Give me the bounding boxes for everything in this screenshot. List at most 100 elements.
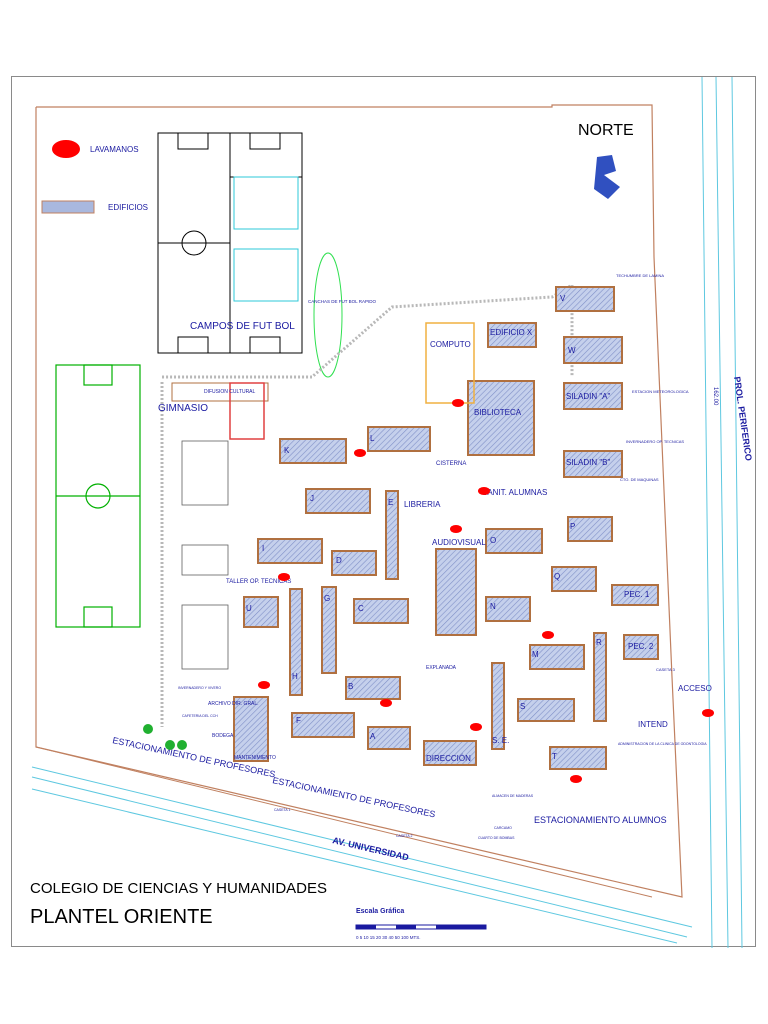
legend-building-swatch [41, 200, 95, 214]
label-intend: INTEND [638, 720, 668, 729]
label-n: N [490, 602, 496, 611]
building-b [345, 676, 401, 700]
label-siladin-a: SILADIN "A" [566, 392, 611, 401]
label-taller: TALLER OP. TECNICAS [226, 579, 291, 585]
label-invernadero: INVERNADERO OP. TECNICAS [626, 439, 684, 444]
label-t: T [552, 752, 557, 761]
building-j [305, 488, 371, 514]
building-se [491, 662, 505, 750]
label-siladin-b: SILADIN "B" [566, 458, 611, 467]
campus-boundary [35, 104, 683, 898]
building-a [367, 726, 411, 750]
building-siladin-b [563, 450, 623, 478]
building-r [593, 632, 607, 722]
building-k [279, 438, 347, 464]
label-invernadero2: INVERNADERO Y VIVERO [178, 686, 221, 690]
label-c: C [358, 604, 364, 613]
label-j: J [310, 494, 314, 503]
green-soccer-field [55, 364, 141, 628]
building-m [529, 644, 585, 670]
fast-soccer-court [313, 252, 343, 378]
label-biblioteca: BIBLIOTECA [474, 408, 522, 417]
building-d [331, 550, 377, 576]
north-label: NORTE [578, 122, 634, 139]
label-u: U [246, 604, 252, 613]
label-caseta2: CASETA 2 [396, 834, 413, 838]
building-e [385, 490, 399, 580]
label-cisterna: CISTERNA [436, 461, 466, 467]
label-pec1: PEC. 1 [624, 590, 650, 599]
building-g [321, 586, 337, 674]
legend-washbasin-label: LAVAMANOS [90, 145, 139, 154]
scale-ticks: 0 5 10 15 20 30 40 50 100 MTS. [356, 935, 421, 940]
label-bodega: BODEGA [212, 733, 234, 739]
label-techumbre: TECHUMBRE DE LAMINA [616, 273, 664, 278]
label-r: R [596, 638, 602, 647]
label-a: A [370, 732, 376, 741]
buildings [233, 286, 659, 770]
label-carcamo: CARCAMO [494, 826, 512, 830]
label-h: H [292, 672, 298, 681]
label-difusion: DIFUSION CULTURAL [204, 389, 256, 395]
scale-title: Escala Gráfica [356, 908, 404, 915]
label-cto-maquinas: CTO. DE MAQUINAS [620, 477, 659, 482]
building-direccion [423, 740, 477, 766]
label-pec2: PEC. 2 [628, 642, 654, 651]
label-libreria: LIBRERIA [404, 500, 441, 509]
building-q [551, 566, 597, 592]
label-direccion: DIRECCIÓN [426, 754, 471, 763]
building-f [291, 712, 355, 738]
building-o [485, 528, 543, 554]
label-s: S [520, 702, 525, 711]
label-k: K [284, 446, 290, 455]
periferico-label: PROL. PERIFERICO [732, 376, 754, 462]
building-gimnasio-outline [171, 382, 269, 402]
label-l: L [370, 434, 375, 443]
gym-courts [181, 440, 229, 670]
label-gimnasio: GIMNASIO [158, 403, 208, 414]
label-se: S. E. [492, 736, 509, 745]
building-u [243, 596, 279, 628]
map-frame: AV. UNIVERSIDAD PROL. PERIFERICO 162.00 … [11, 76, 756, 949]
building-audio [435, 548, 477, 636]
label-almacen: ALMACEN DE MADERAS [492, 794, 534, 798]
label-w: W [568, 346, 576, 355]
label-e: E [388, 498, 393, 507]
label-i: I [262, 544, 264, 553]
building-mantenimiento [233, 696, 269, 762]
label-caseta1: CASETA 1 [274, 808, 291, 812]
label-caseta3: CASETA 3 [656, 667, 676, 672]
legend-building-label: EDIFICIOS [108, 203, 148, 212]
av-universidad-road [31, 766, 693, 944]
building-biblioteca [467, 380, 535, 456]
label-acceso: ACCESO [678, 684, 712, 693]
label-m: M [532, 650, 539, 659]
label-q: Q [554, 572, 560, 581]
label-b: B [348, 682, 353, 691]
washbasins [258, 399, 714, 783]
building-v [555, 286, 615, 312]
label-audiovisual: AUDIOVISUAL [432, 538, 486, 547]
label-mantenimiento: MANTENIMIENTO [234, 755, 276, 761]
building-siladin-a [563, 382, 623, 410]
label-g: G [324, 594, 330, 603]
label-archivo: ARCHIVO DIR. GRAL. [208, 701, 259, 707]
north-arrow-icon [594, 155, 620, 199]
scale-bar [355, 924, 487, 930]
label-explanada: EXPLANADA [426, 665, 457, 671]
soccer-fields-label: CAMPOS DE FUT BOL [190, 321, 295, 332]
fast-soccer-label: CANCHAS DE FUT BOL RAPIDO [308, 299, 377, 304]
building-c [353, 598, 409, 624]
outer-boundary [35, 107, 653, 898]
legend-washbasin-marker [52, 140, 80, 158]
building-pec1 [611, 584, 659, 606]
building-n [485, 596, 531, 622]
building-t [549, 746, 607, 770]
label-cafeteria: CAFETERIA DEL CCH [182, 714, 218, 718]
campus-map: AV. UNIVERSIDAD PROL. PERIFERICO 162.00 … [30, 76, 754, 949]
basketball-courts [233, 176, 299, 302]
label-v: V [560, 294, 566, 303]
building-computo [425, 322, 475, 404]
label-sanit: SANIT. ALUMNAS [482, 488, 547, 497]
walkway-outline [160, 282, 574, 727]
